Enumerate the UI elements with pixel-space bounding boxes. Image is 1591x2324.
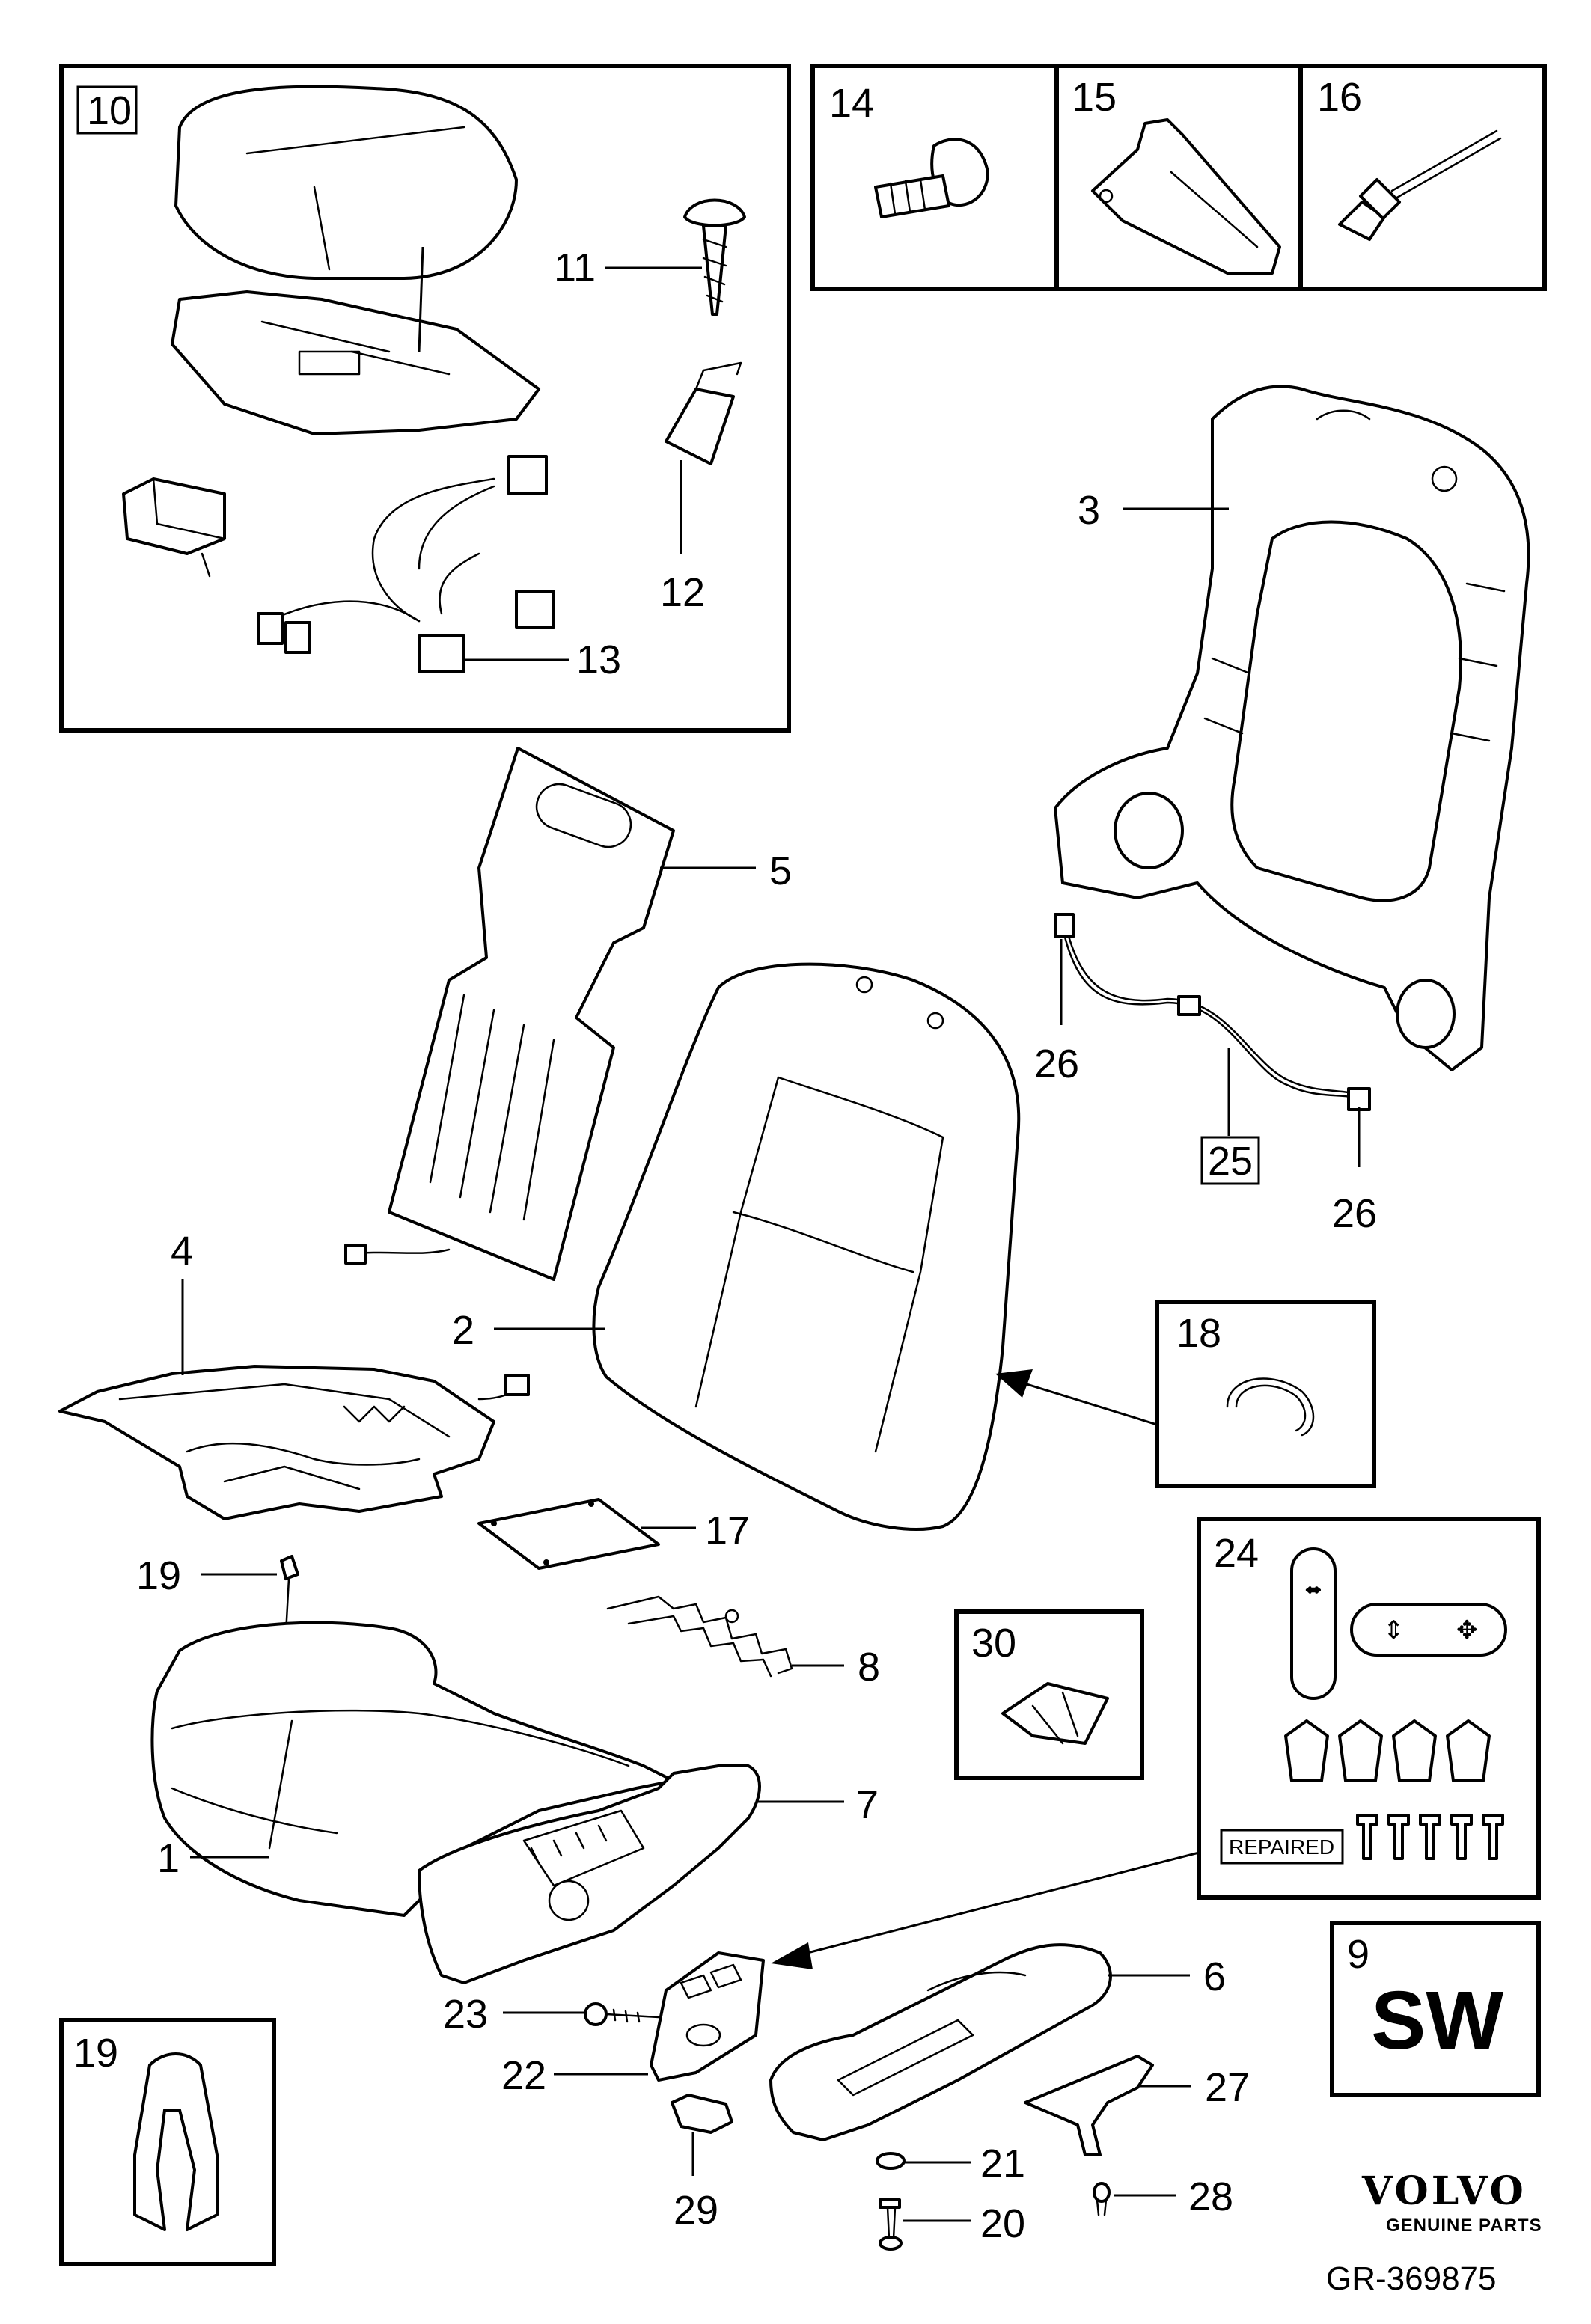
backrest-frame-3-part [1054, 385, 1530, 1071]
clips-row [1284, 1719, 1491, 1782]
screw-11-part [683, 198, 746, 316]
label-11: 11 [554, 245, 596, 290]
sensor-8-part [606, 1595, 793, 1678]
label-30: 30 [971, 1621, 1016, 1666]
seat-cushion-1-part [150, 1621, 675, 1917]
box-24: 24 ⇔ ⇕ ✥ REPAIRED [1197, 1517, 1541, 1900]
sw-label: SW [1371, 1975, 1503, 2067]
clip-12-part [665, 361, 742, 465]
reference-number: GR-369875 [1326, 2260, 1496, 2297]
label-18: 18 [1176, 1311, 1221, 1356]
brand-tagline: GENUINE PARTS [1386, 2216, 1542, 2236]
label-27: 27 [1205, 2065, 1250, 2110]
repaired-label: REPAIRED [1229, 1835, 1334, 1859]
label-16: 16 [1317, 75, 1362, 120]
label-7: 7 [856, 1782, 879, 1827]
label-26b: 26 [1332, 1191, 1377, 1236]
svg-text:✥: ✥ [1456, 1616, 1478, 1645]
brand-name: VOLVO [1361, 2168, 1527, 2214]
label-15: 15 [1072, 75, 1117, 120]
box-30: 30 [954, 1609, 1144, 1780]
label-29: 29 [674, 2188, 718, 2233]
label-19b: 19 [73, 2031, 118, 2076]
label-19a: 19 [136, 1553, 181, 1598]
heating-pad-5-part [344, 747, 675, 1281]
box-9: 9 SW [1330, 1921, 1541, 2097]
label-10: 10 [87, 88, 132, 133]
label-4: 4 [171, 1229, 193, 1273]
label-8: 8 [858, 1645, 880, 1690]
side-panel-7-part [418, 1764, 761, 1984]
box-18: 18 [1155, 1300, 1376, 1488]
label-21: 21 [980, 2141, 1025, 2186]
label-13: 13 [576, 637, 621, 682]
label-23: 23 [443, 1992, 488, 2037]
washer-21-part [876, 2152, 906, 2170]
label-9: 9 [1347, 1932, 1369, 1977]
control-module-part [122, 477, 226, 578]
label-25: 25 [1208, 1139, 1253, 1184]
kit-box-10: 10 [59, 64, 791, 733]
label-12: 12 [660, 570, 705, 615]
box-19: 19 [59, 2018, 276, 2266]
label-3: 3 [1078, 488, 1100, 533]
pad-17-part [477, 1498, 660, 1570]
backrest-cover-2-part [592, 962, 1021, 1531]
knob-29-part [671, 2094, 733, 2134]
label-14: 14 [829, 81, 874, 126]
bracket-27-part [1024, 2055, 1154, 2156]
wiring-harness-part [257, 455, 555, 673]
label-5: 5 [769, 848, 792, 893]
side-cover-6-part [769, 1943, 1112, 2141]
clip-19-small-part [280, 1555, 299, 1580]
label-26a: 26 [1034, 1042, 1079, 1086]
label-28: 28 [1188, 2174, 1233, 2219]
svg-text:⇕: ⇕ [1383, 1616, 1405, 1645]
label-20: 20 [980, 2201, 1025, 2246]
screw-20-part [879, 2198, 903, 2251]
label-17: 17 [705, 1508, 750, 1553]
cushion-cover-part [174, 85, 518, 280]
screw-28-part [1093, 2182, 1111, 2216]
switch-module-22-part [650, 1951, 765, 2082]
label-2: 2 [452, 1308, 474, 1353]
box-14: 14 [810, 64, 1059, 291]
volvo-logo: VOLVO GENUINE PARTS [1361, 2168, 1542, 2236]
label-6: 6 [1203, 1954, 1226, 1999]
kit-heating-pad-part [171, 246, 540, 435]
heating-pad-4-part [58, 1365, 530, 1520]
box-15: 15 [1054, 64, 1303, 291]
label-24: 24 [1214, 1531, 1259, 1576]
label-22: 22 [501, 2053, 546, 2098]
box-16: 16 [1298, 64, 1547, 291]
cable-25-part [1054, 913, 1371, 1111]
screws-row [1356, 1814, 1504, 1860]
label-1: 1 [157, 1836, 180, 1881]
svg-text:⇔: ⇔ [1302, 1576, 1325, 1600]
screw-23-part [584, 2002, 660, 2026]
